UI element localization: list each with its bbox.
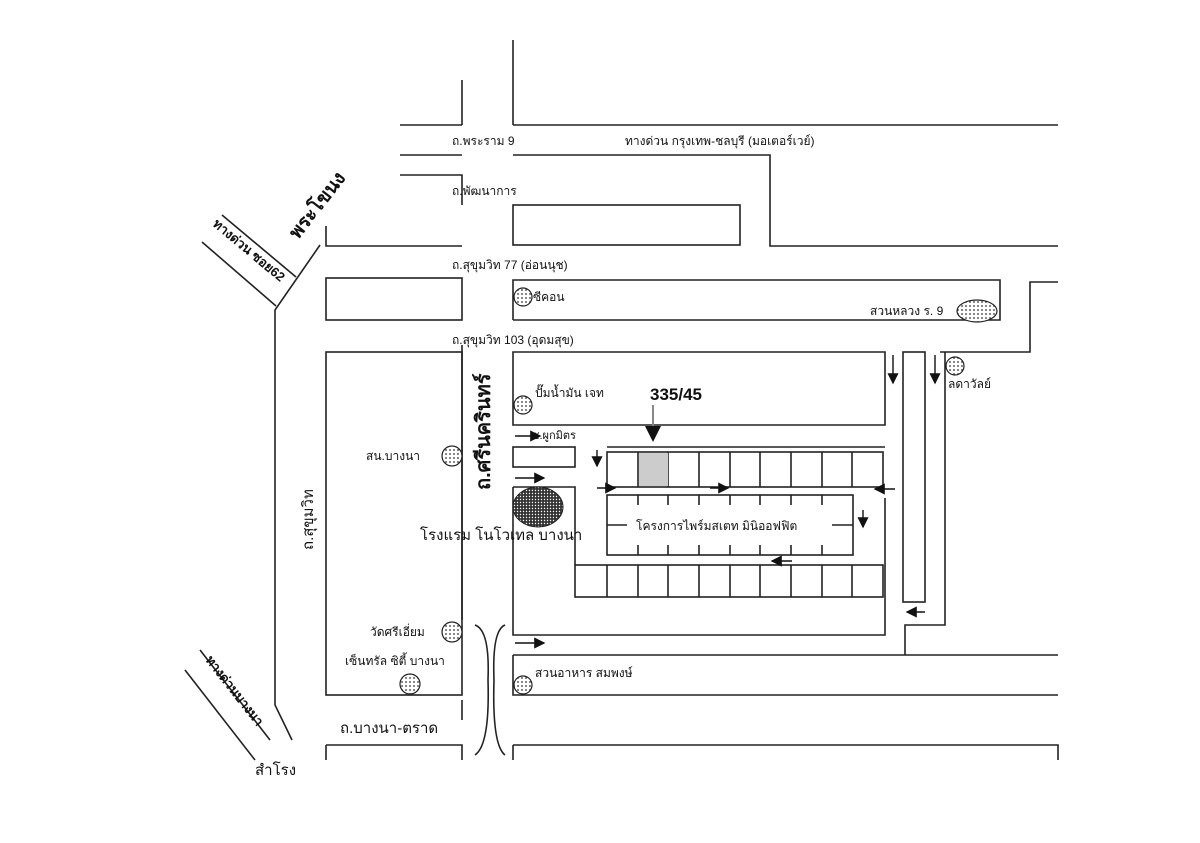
label-seacon: ซีคอน [533,290,565,304]
label-suan-luang: สวนหลวง ร. 9 [870,304,944,318]
suan-luang-marker-icon[interactable] [956,299,998,323]
highlighted-unit[interactable] [639,453,668,486]
label-novotel: โรงแรม โนโวเทล บางนา [420,526,582,544]
project-center-block [606,494,854,556]
road-label-bangna-trat: ถ.บางนา-ตราด [340,720,438,737]
unit-number-label: 335/45 [650,385,702,404]
seacon-marker-icon[interactable] [513,287,533,307]
unit-row-bottom [574,564,884,598]
flyover-left [474,624,490,756]
road-label-srinakarin: ถ.ศรีนครินทร์ [472,373,495,490]
label-sompong: สวนอาหาร สมพงษ์ [535,666,633,680]
latawan-marker-icon[interactable] [945,356,965,376]
label-jet-station: ปั๊มน้ำมัน เจท [535,384,604,400]
unit-row-top [606,451,884,488]
flyover-right [492,624,506,756]
area-label-phra-khanong: พระโขนง [284,167,350,243]
road-label-expressway-bangna: ทางด่วนบางนา [203,653,267,729]
expressway-soi62-line [201,214,297,307]
road-label-motorway: ทางด่วน กรุงเทพ-ชลบุรี (มอเตอร์เวย์) [625,134,815,149]
project-name-label: โครงการไพร์มสเตท มินิออฟฟิต [636,519,797,533]
area-label-samrong: สำโรง [255,761,296,779]
expressway-bangna-line [184,649,271,761]
road-edges [325,40,1059,760]
label-central-bangna: เซ็นทรัล ซิตี้ บางนา [345,652,445,668]
label-latawan: ลดาวัลย์ [948,377,991,391]
novotel-marker-icon[interactable] [512,486,564,528]
traffic-arrows [515,355,941,649]
label-bangna-police: สน.บางนา [366,449,420,463]
road-label-sukhumvit: ถ.สุขุมวิท [300,489,318,550]
label-wat-sri-iam: วัดศรีเอี่ยม [370,623,425,639]
road-label-expressway-soi62: ทางด่วน ซอย62 [210,216,288,285]
bangna-police-marker-icon[interactable] [441,445,463,467]
road-label-phatthanakan: ถ.พัฒนาการ [452,184,517,198]
wat-sri-iam-marker-icon[interactable] [441,621,463,643]
road-label-sukhumvit103: ถ.สุขุมวิท 103 (อุดมสุข) [452,333,574,348]
road-label-rama9: ถ.พระราม 9 [452,134,515,148]
sompong-marker-icon[interactable] [513,675,533,695]
jet-station-marker-icon[interactable] [513,395,533,415]
central-bangna-marker-icon[interactable] [399,673,421,695]
road-label-soi-phukmit: ซ.ผูกมิตร [532,430,576,442]
sukhumvit-road-line [274,244,321,741]
road-label-sukhumvit77: ถ.สุขุมวิท 77 (อ่อนนุช) [452,258,568,273]
